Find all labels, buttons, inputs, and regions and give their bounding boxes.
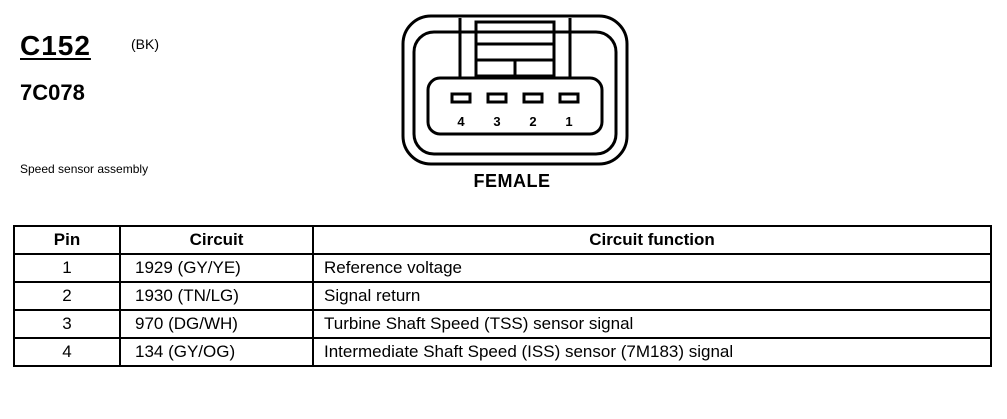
pin-cavity (486, 92, 508, 104)
table-header-row: Pin Circuit Circuit function (13, 225, 992, 255)
connector-housing-inner (412, 30, 618, 156)
connector-housing-outline (401, 14, 629, 166)
circuit-function: Turbine Shaft Speed (TSS) sensor signal (312, 309, 992, 339)
pin-number: 3 (13, 309, 121, 339)
pin-label: 3 (493, 114, 500, 129)
header-circuit-function: Circuit function (312, 225, 992, 255)
pin-cavity (558, 92, 580, 104)
color-code: (BK) (131, 36, 159, 52)
pin-number: 1 (13, 253, 121, 283)
table-row: 4 134 (GY/OG) Intermediate Shaft Speed (… (13, 337, 992, 367)
pinout-table: Pin Circuit Circuit function 1 1929 (GY/… (13, 225, 992, 367)
pin-number: 2 (13, 281, 121, 311)
circuit-code: 1930 (TN/LG) (119, 281, 314, 311)
connector-face-diagram: 4 3 2 1 (401, 14, 629, 166)
circuit-code: 970 (DG/WH) (119, 309, 314, 339)
pin-label: 4 (457, 114, 465, 129)
pin-label: 1 (565, 114, 572, 129)
pin-label: 2 (529, 114, 536, 129)
circuit-code: 134 (GY/OG) (119, 337, 314, 367)
circuit-function: Intermediate Shaft Speed (ISS) sensor (7… (312, 337, 992, 367)
header-pin: Pin (13, 225, 121, 255)
circuit-function: Signal return (312, 281, 992, 311)
table-row: 1 1929 (GY/YE) Reference voltage (13, 253, 992, 283)
pin-cavity-block (426, 76, 604, 136)
circuit-code: 1929 (GY/YE) (119, 253, 314, 283)
connector-id: C152 (20, 30, 91, 61)
component-description: Speed sensor assembly (20, 162, 149, 176)
circuit-function: Reference voltage (312, 253, 992, 283)
pin-cavity (450, 92, 472, 104)
table-row: 2 1930 (TN/LG) Signal return (13, 281, 992, 311)
pin-cavity (522, 92, 544, 104)
table-row: 3 970 (DG/WH) Turbine Shaft Speed (TSS) … (13, 309, 992, 339)
pin-number: 4 (13, 337, 121, 367)
header-circuit: Circuit (119, 225, 314, 255)
connector-gender-label: FEMALE (473, 171, 551, 191)
part-number: 7C078 (20, 80, 85, 105)
